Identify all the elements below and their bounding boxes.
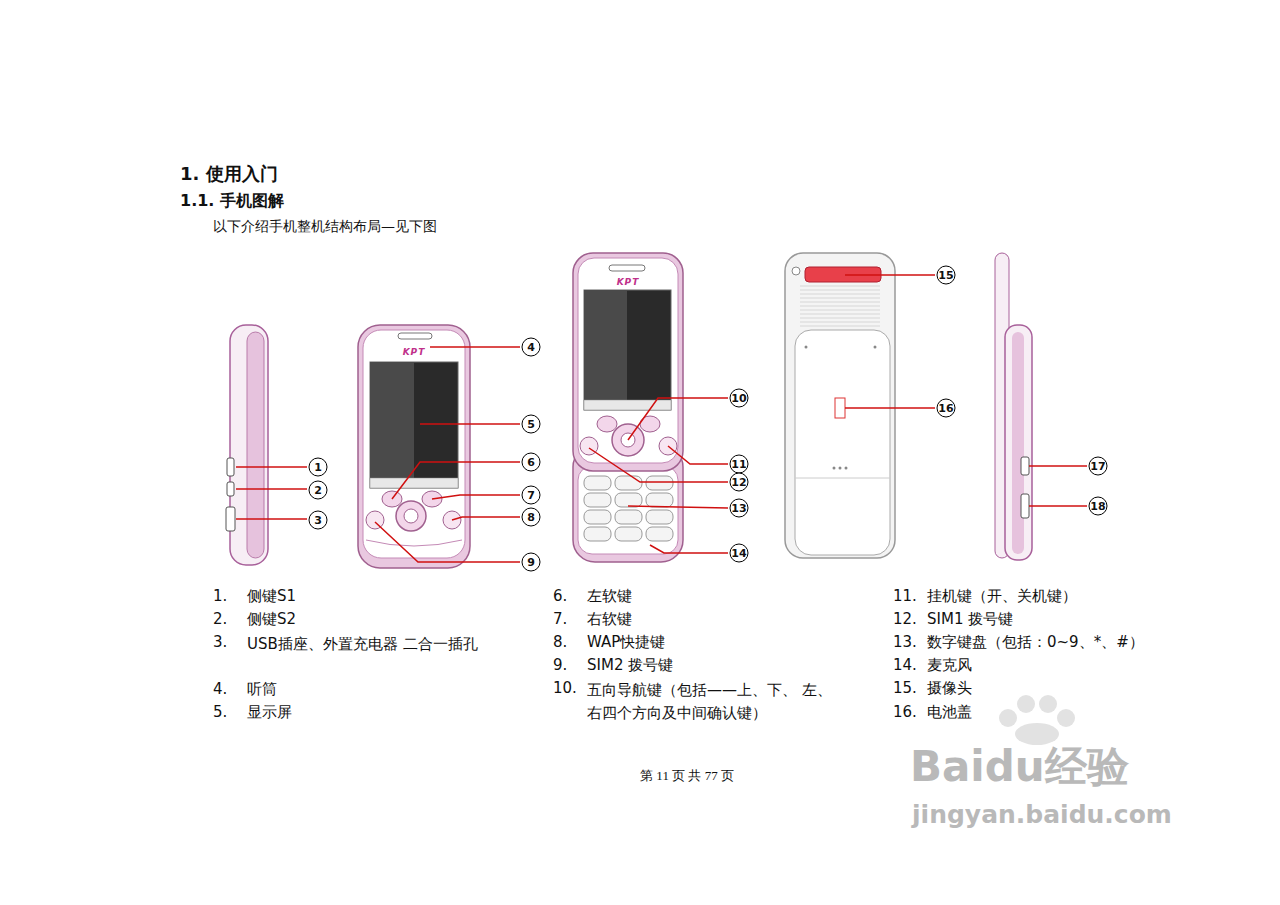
key — [584, 527, 611, 541]
callout-number: 11 — [730, 455, 749, 474]
part-number: 12. — [893, 610, 917, 628]
part-name: 五向导航键（包括——上、下、 左、右四个方向及中间确认键） — [587, 679, 917, 725]
part-number: 16. — [893, 703, 917, 721]
brand-logo: KPT — [403, 347, 426, 358]
part-number: 3. — [213, 633, 227, 651]
callout-number: 17 — [1089, 457, 1108, 476]
key — [615, 527, 642, 541]
callout-number: 3 — [309, 511, 328, 530]
part-number: 7. — [553, 610, 567, 628]
part-name: 左软键 — [587, 587, 632, 605]
callout-number: 4 — [522, 338, 541, 357]
callout-number: 2 — [309, 481, 328, 500]
part-number: 6. — [553, 587, 567, 605]
subsection-heading: 1.1. 手机图解 — [180, 191, 284, 210]
part-number: 15. — [893, 679, 917, 697]
brand-logo: KPT — [617, 277, 640, 288]
callout-number: 8 — [522, 508, 541, 527]
key — [646, 476, 673, 490]
part-number: 1. — [213, 587, 227, 605]
key — [646, 527, 673, 541]
callout-number: 18 — [1089, 497, 1108, 516]
watermark: jingyan.baidu.com — [912, 800, 1172, 830]
callout-number: 9 — [522, 553, 541, 572]
part-name: 挂机键（开、关机键） — [927, 587, 1077, 605]
part-name: 摄像头 — [927, 679, 972, 697]
key — [646, 510, 673, 524]
callout-number: 1 — [309, 458, 328, 477]
key — [584, 476, 611, 490]
part-number: 14. — [893, 656, 917, 674]
key — [615, 493, 642, 507]
part-name: 听筒 — [247, 680, 277, 698]
part-number: 2. — [213, 610, 227, 628]
side-view-left — [226, 325, 268, 565]
part-name: 侧键S2 — [247, 610, 296, 628]
part-number: 13. — [893, 633, 917, 651]
callout-number: 6 — [522, 453, 541, 472]
callout-number: 15 — [937, 266, 956, 285]
part-name: SIM2 拨号键 — [587, 656, 673, 674]
key — [615, 476, 642, 490]
callout-number: 12 — [730, 473, 749, 492]
part-name: 数字键盘（包括：0~9、*、#） — [927, 633, 1144, 651]
key — [615, 510, 642, 524]
part-name: SIM1 拨号键 — [927, 610, 1013, 628]
page-number: 第 11 页 共 77 页 — [640, 768, 734, 784]
intro-text: 以下介绍手机整机结构布局—见下图 — [213, 218, 437, 235]
part-number: 5. — [213, 703, 227, 721]
part-name: 右软键 — [587, 610, 632, 628]
part-number: 8. — [553, 633, 567, 651]
phone-front-closed — [358, 325, 470, 568]
part-name: 电池盖 — [927, 703, 972, 721]
phone-back — [785, 253, 895, 558]
callout-number: 13 — [730, 499, 749, 518]
part-name: 显示屏 — [247, 703, 292, 721]
part-number: 10. — [553, 679, 577, 697]
callout-number: 14 — [730, 544, 749, 563]
part-number: 9. — [553, 656, 567, 674]
leader-lines — [236, 275, 1087, 562]
part-number: 11. — [893, 587, 917, 605]
side-view-right — [995, 253, 1032, 560]
key — [584, 510, 611, 524]
callout-number: 7 — [522, 486, 541, 505]
part-name: 侧键S1 — [247, 587, 296, 605]
part-number: 4. — [213, 680, 227, 698]
watermark: Baidu经验 — [910, 742, 1129, 792]
section-heading: 1. 使用入门 — [180, 163, 278, 185]
key — [584, 493, 611, 507]
callout-number: 16 — [937, 399, 956, 418]
watermark-paw — [999, 695, 1075, 745]
key — [646, 493, 673, 507]
callout-number: 5 — [522, 415, 541, 434]
part-name: USB插座、外置充电器 二合一插孔 — [247, 633, 577, 656]
phone-front-open — [573, 253, 683, 562]
part-name: 麦克风 — [927, 656, 972, 674]
callout-number: 10 — [730, 389, 749, 408]
part-name: WAP快捷键 — [587, 633, 665, 651]
